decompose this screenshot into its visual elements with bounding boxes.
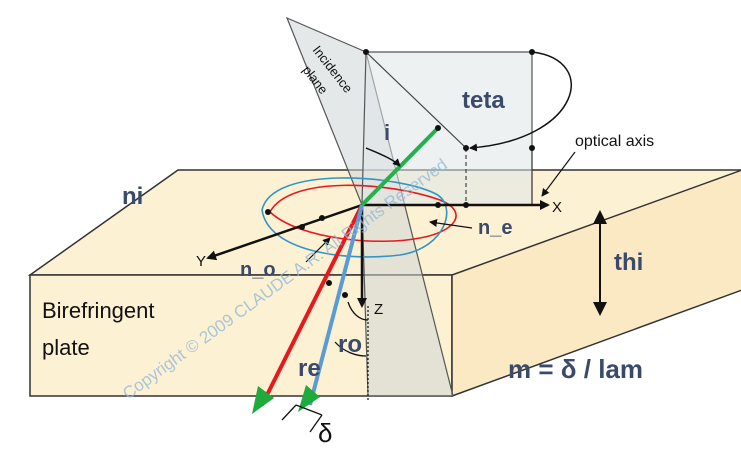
m-formula-label: m = δ / lam (508, 354, 643, 384)
n-e-curve (269, 184, 457, 243)
plane-dot (363, 49, 369, 55)
re-arc (334, 341, 367, 357)
y-axis (206, 203, 363, 261)
exit-arrow-re (252, 386, 274, 414)
axis-dot (463, 202, 469, 208)
delta-bracket (295, 404, 323, 416)
delta-bracket-tick (309, 414, 323, 433)
ray-dot (326, 280, 332, 286)
n-e-pointer (429, 219, 473, 229)
ordinary-ray (308, 204, 364, 406)
optical-axis-pointer (541, 151, 576, 197)
plate-label-line2: plate (42, 335, 90, 360)
axis-dot (435, 202, 441, 208)
incidence-plane (285, 16, 454, 397)
thi-label: thi (614, 249, 643, 276)
ro-label: ro (338, 331, 362, 358)
thi-arrow-bottom (593, 302, 607, 316)
optical-axis-label: optical axis (575, 133, 654, 150)
re-label: re (298, 355, 321, 382)
n-e-label: n_e (478, 217, 512, 239)
delta-bracket-tick (281, 404, 297, 421)
exit-arrow-ro (298, 385, 320, 412)
n-o-label: n_o (240, 259, 276, 281)
n-o-pointer (305, 237, 331, 263)
angle-i-arc (365, 147, 401, 167)
ni-label: ni (122, 183, 143, 210)
axis-dot (319, 215, 325, 221)
n-o-curve (261, 177, 448, 258)
ray-dot (342, 292, 348, 298)
extraordinary-ray (260, 204, 364, 406)
teta-label: teta (462, 87, 505, 114)
thi-arrow-top (593, 210, 607, 224)
angle-i-label: i (384, 120, 390, 145)
axis-dot (265, 209, 271, 215)
x-axis-label: X (552, 199, 562, 216)
ray-dot (435, 125, 441, 131)
y-axis-label: Y (196, 253, 206, 270)
ro-arc (347, 301, 369, 321)
plane-dot (529, 145, 535, 151)
plate-label-line1: Birefringent (42, 298, 155, 323)
plane-diagonal (365, 51, 467, 149)
z-axis-label: Z (374, 301, 383, 318)
delta-label: δ (318, 418, 332, 448)
teta-arc (469, 51, 572, 152)
plate-right-face (451, 169, 741, 398)
plane-dot (463, 145, 469, 151)
axis-dot (299, 224, 305, 230)
